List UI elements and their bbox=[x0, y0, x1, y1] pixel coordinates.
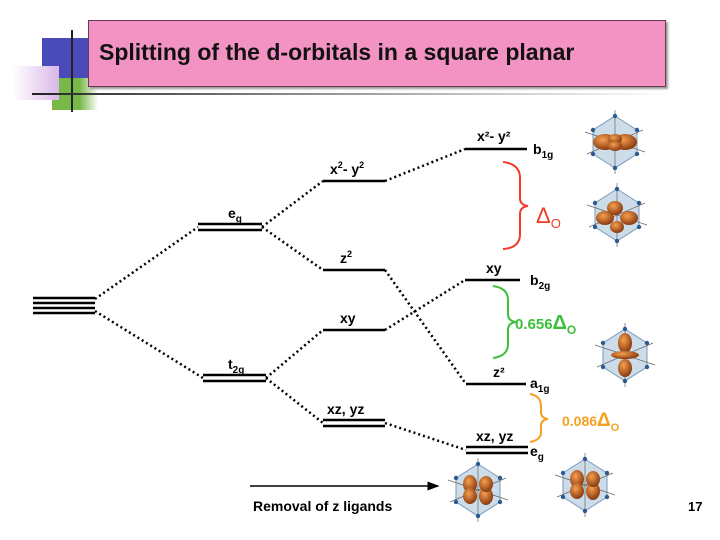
free-ion-levels bbox=[33, 296, 95, 315]
a1g-symmetry-label: a1g bbox=[530, 375, 549, 395]
title-box: Splitting of the d-orbitals in a square … bbox=[88, 20, 666, 87]
mid-z2-label: z2 bbox=[340, 249, 352, 266]
dxy-orbital-icon bbox=[586, 183, 648, 247]
gap-0656-brace bbox=[492, 285, 517, 359]
eg-right-orbital-label: xz, yz bbox=[476, 428, 513, 444]
mid-xzyz-level bbox=[323, 418, 385, 428]
dx2y2-orbital-icon bbox=[584, 110, 646, 174]
eg-level bbox=[198, 222, 262, 232]
a1g-orbital-label: z² bbox=[493, 364, 505, 380]
eg-right-symmetry-label: eg bbox=[530, 443, 544, 463]
dyz-orbital-icon bbox=[554, 453, 616, 517]
gap-0656-label: 0.656ΔO bbox=[515, 312, 576, 337]
dz2-orbital-icon bbox=[594, 323, 656, 387]
eg-label: eg bbox=[228, 205, 242, 225]
deco-vertical-line bbox=[71, 30, 73, 112]
b1g-symmetry-label: b1g bbox=[533, 141, 553, 161]
gap-0086-label: 0.086ΔO bbox=[562, 410, 620, 434]
eg-right-level bbox=[466, 445, 528, 455]
b1g-orbital-label: x²- y² bbox=[477, 128, 511, 144]
t2g-label: t2g bbox=[228, 356, 244, 376]
mid-x2y2-label: x2- y2 bbox=[330, 160, 364, 177]
t2g-level bbox=[203, 373, 266, 383]
dxz-orbital-icon bbox=[447, 458, 509, 522]
mid-xy-label: xy bbox=[340, 310, 356, 326]
removal-caption: Removal of z ligands bbox=[253, 498, 392, 514]
gap-0086-brace bbox=[529, 393, 549, 443]
b2g-orbital-label: xy bbox=[486, 260, 502, 276]
deco-horizontal-line bbox=[32, 93, 672, 95]
b2g-symmetry-label: b2g bbox=[530, 272, 550, 292]
correlation-lines bbox=[94, 147, 468, 452]
delta-o-label: ΔO bbox=[536, 203, 561, 231]
page-number: 17 bbox=[688, 499, 702, 514]
mid-xzyz-label: xz, yz bbox=[327, 401, 364, 417]
delta-o-brace bbox=[502, 161, 529, 250]
slide-title: Splitting of the d-orbitals in a square … bbox=[99, 39, 575, 65]
